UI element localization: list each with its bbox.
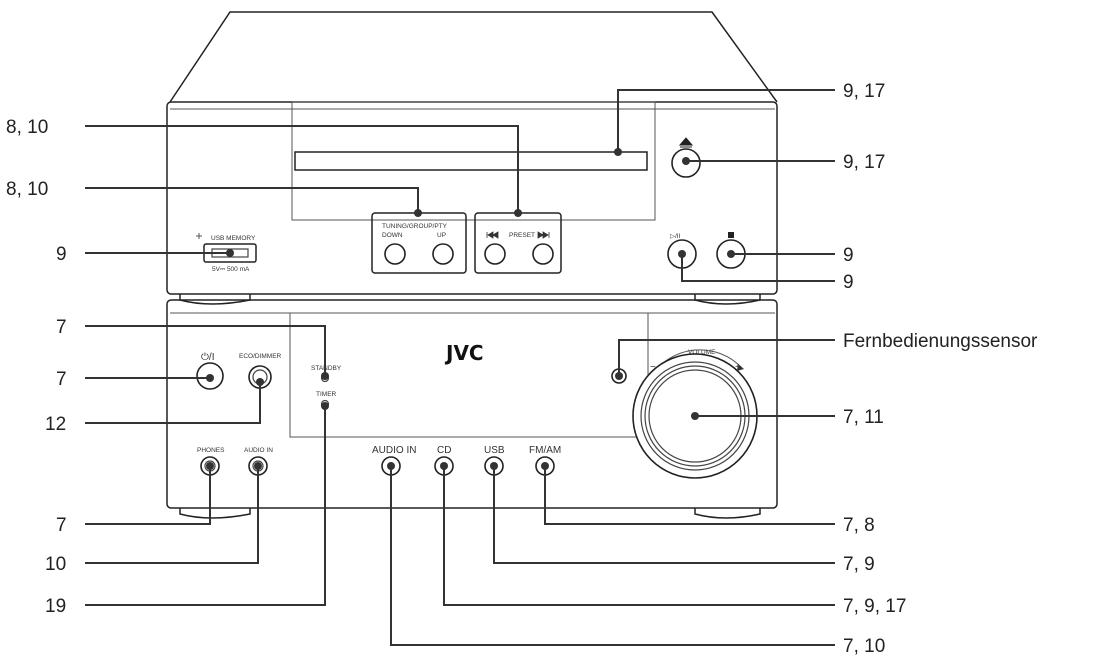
- leader-remote-sensor: [618, 339, 835, 376]
- leader-phones: [85, 466, 211, 525]
- volume-label: VOLUME: [688, 349, 716, 356]
- leader-audio-in-jack: [85, 466, 259, 564]
- callout-tuning: 8, 10: [6, 179, 48, 200]
- callout-cd-source: 7, 9, 17: [843, 596, 906, 617]
- callout-standby: 7: [56, 317, 67, 338]
- callout-usb-source: 7, 9: [843, 554, 875, 575]
- tuning-group-label: TUNING/GROUP/PTY: [382, 223, 448, 230]
- leader-usb: [493, 466, 835, 564]
- source-cd-label: CD: [437, 445, 451, 456]
- tuning-up-button[interactable]: [432, 243, 454, 265]
- leader-eco-dimmer: [85, 382, 261, 424]
- eject-icon: [678, 137, 694, 148]
- leader-fmam: [544, 466, 835, 525]
- bottom-unit-foot-left: [179, 508, 251, 519]
- callout-preset: 8, 10: [6, 117, 48, 138]
- bottom-unit-body: [166, 299, 778, 509]
- usb-rating-label: 5V⎓ 500 mA: [212, 266, 250, 273]
- phones-label: PHONES: [197, 447, 225, 454]
- callout-volume: 7, 11: [843, 407, 884, 428]
- audio-in-jack-label: AUDIO IN: [244, 447, 273, 454]
- source-usb-label: USB: [484, 445, 505, 456]
- preset-label: PRESET: [509, 232, 535, 239]
- front-display: [289, 312, 649, 438]
- timer-label: TIMER: [316, 391, 337, 398]
- callout-usb-memory: 9: [56, 244, 67, 265]
- tuning-group: TUNING/GROUP/PTY DOWN UP: [371, 212, 467, 274]
- usb-icon: [196, 233, 202, 239]
- eco-dimmer-label: ECO/DIMMER: [239, 353, 282, 360]
- top-unit-foot-right: [694, 294, 761, 305]
- preset-next-button[interactable]: [532, 243, 554, 265]
- phones-jack[interactable]: PHONES: [197, 447, 225, 476]
- leader-preset: [85, 125, 519, 213]
- usb-memory-label: USB MEMORY: [211, 235, 256, 242]
- tuning-down-label: DOWN: [382, 232, 403, 239]
- callout-eco-dimmer: 12: [45, 414, 66, 435]
- leader-cd: [443, 466, 835, 606]
- callout-disc-slot: 9, 17: [843, 81, 885, 102]
- callout-play-pause: 9: [843, 272, 854, 293]
- standby-label: STANDBY: [311, 365, 342, 372]
- callout-audio-in-jack: 10: [45, 554, 66, 575]
- callout-audio-in-source: 7, 10: [843, 636, 885, 657]
- skip-forward-icon: [537, 231, 550, 239]
- source-fmam-label: FM/AM: [529, 445, 561, 456]
- power-icon: ⏻/I: [201, 352, 214, 363]
- leader-standby: [85, 325, 326, 376]
- callout-labels: 9, 17 9, 17 9 9 Fernbedienungssensor 7, …: [6, 81, 1038, 657]
- leader-disc-slot: [617, 89, 835, 152]
- callout-stop: 9: [843, 245, 854, 266]
- volume-minus-label: −: [650, 362, 656, 373]
- callout-timer: 19: [45, 596, 66, 617]
- disc-slot: [294, 151, 648, 171]
- tuning-down-button[interactable]: [384, 243, 406, 265]
- preset-group: PRESET: [474, 212, 562, 274]
- leader-play-pause: [681, 254, 835, 282]
- callout-fmam: 7, 8: [843, 515, 875, 536]
- tuning-up-label: UP: [437, 232, 446, 239]
- source-audio-in-label: AUDIO IN: [372, 445, 416, 456]
- callout-phones: 7: [56, 515, 67, 536]
- preset-prev-button[interactable]: [484, 243, 506, 265]
- top-unit-foot-left: [179, 294, 251, 305]
- power-button[interactable]: ⏻/I: [196, 352, 224, 390]
- callout-eject: 9, 17: [843, 152, 885, 173]
- leader-timer: [85, 406, 326, 606]
- leader-lines: [85, 89, 835, 646]
- callout-power: 7: [56, 369, 67, 390]
- bottom-unit-foot-right: [694, 508, 761, 519]
- display-window: [291, 101, 656, 221]
- callout-remote-sensor: Fernbedienungssensor: [843, 331, 1038, 352]
- leader-tuning: [85, 187, 419, 213]
- skip-back-icon: [486, 231, 499, 239]
- top-unit-lid: [169, 11, 778, 103]
- brand-logo: JVC: [444, 341, 484, 365]
- stop-icon: [728, 232, 734, 238]
- play-pause-icon: ▷/II: [670, 233, 681, 240]
- leader-audio-in-source: [390, 466, 835, 646]
